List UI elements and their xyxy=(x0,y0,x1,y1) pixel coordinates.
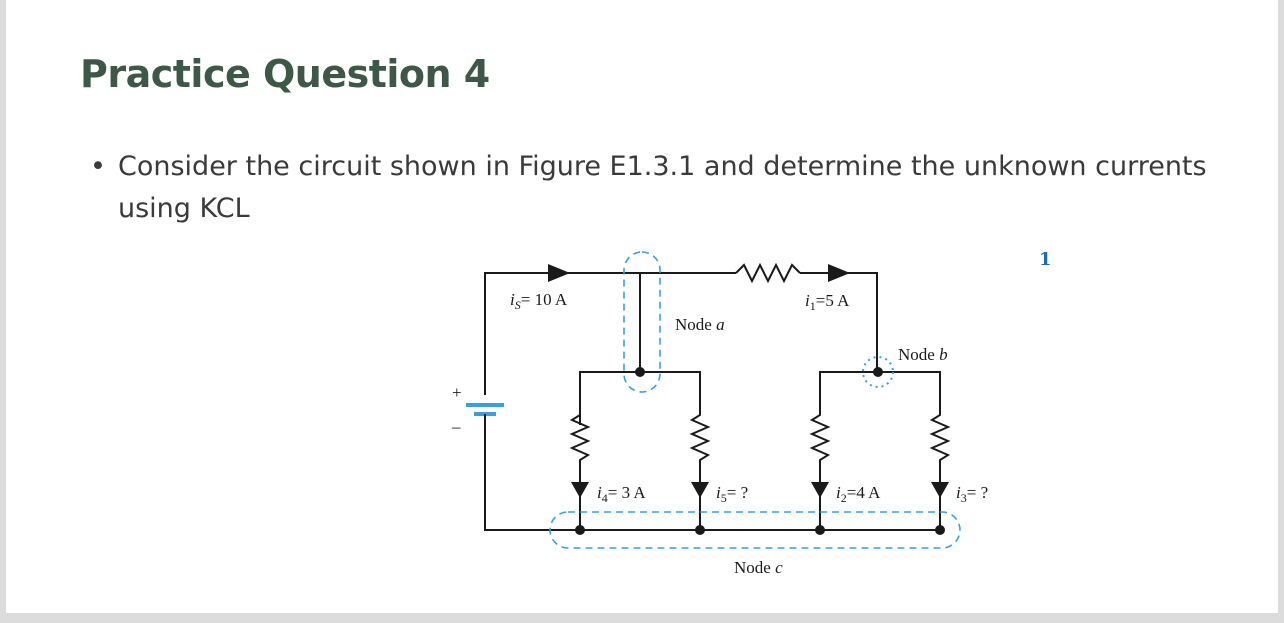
node-c-outline xyxy=(549,511,961,549)
label-i3: i3= ? xyxy=(956,483,988,505)
label-node-b: Node b xyxy=(898,345,948,364)
label-i5: i5= ? xyxy=(716,483,748,505)
arrow-i3-icon xyxy=(931,482,949,498)
top-resistor xyxy=(735,262,801,284)
current-arrows xyxy=(548,264,949,498)
bullet-dot-icon: • xyxy=(90,151,106,182)
arrow-i1-icon xyxy=(828,264,850,282)
bullet-item: • Consider the circuit shown in Figure E… xyxy=(90,146,1240,230)
node-b-outline xyxy=(862,356,894,388)
battery-minus: – xyxy=(451,417,461,436)
label-i2: i2=4 A xyxy=(836,483,881,505)
battery-icon: + – xyxy=(451,383,504,436)
arrow-i2-icon xyxy=(811,482,829,498)
arrow-i4-icon xyxy=(571,482,589,498)
arrow-is-icon xyxy=(548,264,570,282)
slide: Practice Question 4 • Consider the circu… xyxy=(6,0,1278,613)
resistor-i4 xyxy=(569,405,591,485)
label-is: iS= 10 A xyxy=(510,290,568,312)
arrow-i5-icon xyxy=(691,482,709,498)
label-node-c: Node c xyxy=(734,558,783,577)
slide-title: Practice Question 4 xyxy=(80,52,490,96)
junction-dots xyxy=(575,367,945,535)
resistor-i5 xyxy=(689,405,711,485)
corner-mark: 1 xyxy=(1039,249,1052,270)
label-node-a: Node a xyxy=(675,315,725,334)
label-i4: i4= 3 A xyxy=(597,483,646,505)
bullet-text: Consider the circuit shown in Figure E1.… xyxy=(118,151,1207,224)
node-a-outline xyxy=(623,251,661,393)
resistor-i2 xyxy=(809,405,831,485)
battery-plus: + xyxy=(452,383,462,402)
label-i1: i1=5 A xyxy=(805,291,850,313)
resistor-i3 xyxy=(929,405,951,485)
